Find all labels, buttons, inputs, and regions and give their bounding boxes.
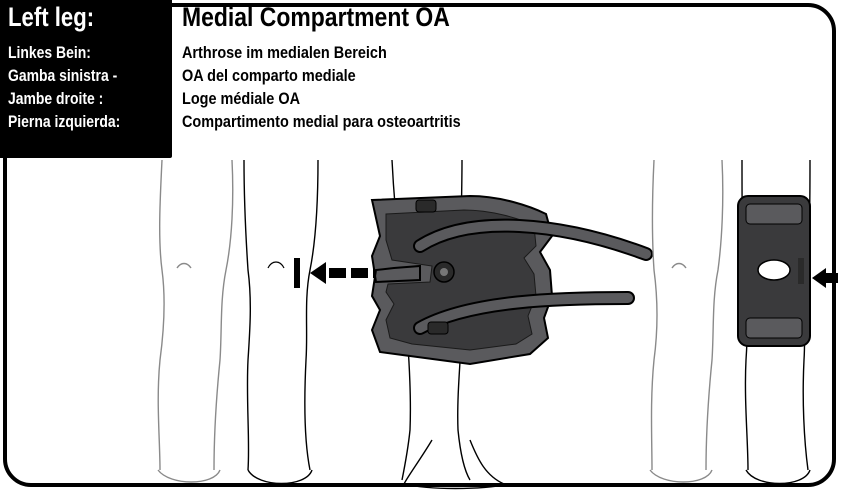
left-arrow-icon (812, 268, 826, 288)
knee-brace-open (372, 196, 646, 364)
knee-marker (294, 258, 300, 288)
knee-brace-worn (738, 196, 810, 346)
legs-pair-left (158, 160, 318, 484)
